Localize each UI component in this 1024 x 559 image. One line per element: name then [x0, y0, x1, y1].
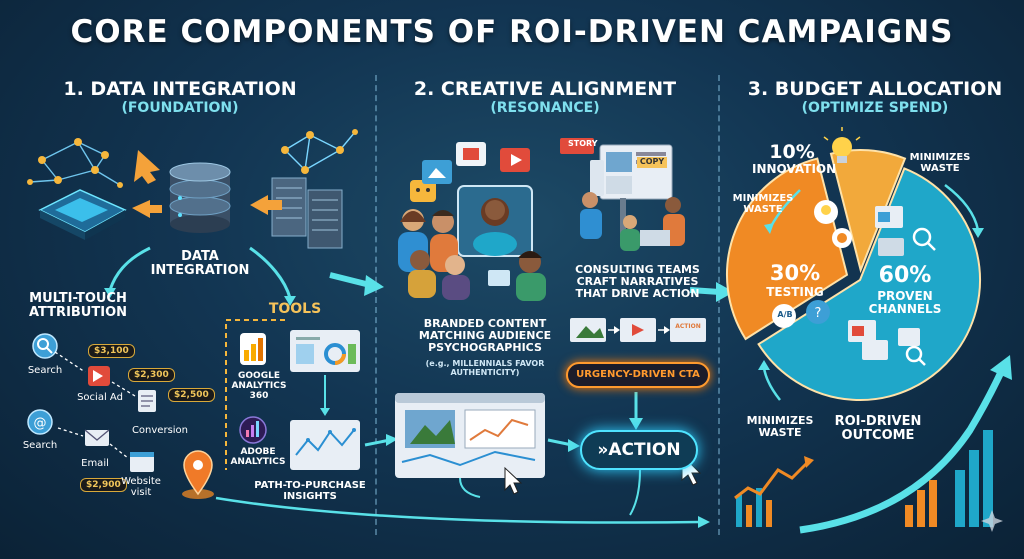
column-title-budget-allocation: 3. BUDGET ALLOCATION: [747, 78, 1003, 100]
testing-pct: 30%: [769, 261, 821, 285]
consulting-teams-label: CONSULTING TEAMS CRAFT NARRATIVES THAT D…: [575, 263, 700, 301]
touchpoint-label: Social Ad: [77, 392, 123, 403]
copy-tag: COPY: [637, 157, 667, 168]
column-divider: [375, 75, 377, 535]
tools-label: TOOLS: [268, 301, 322, 317]
path-to-purchase-label: PATH-TO-PURCHASE INSIGHTS: [254, 480, 366, 502]
minimizes-waste-label: MINIMIZES WASTE: [909, 152, 971, 174]
page-title: CORE COMPONENTS OF ROI-DRIVEN CAMPAIGNS: [70, 14, 954, 50]
touchpoint-value: $2,300: [128, 368, 175, 382]
column-subtitle-creative-alignment: (RESONANCE): [490, 100, 600, 116]
touchpoint-value: $2,900: [80, 478, 127, 492]
branded-content-label: BRANDED CONTENT MATCHING AUDIENCE PSYCHO…: [418, 317, 552, 355]
touchpoint-value: $2,500: [168, 388, 215, 402]
column-title-data-integration: 1. DATA INTEGRATION: [63, 78, 297, 100]
minimizes-waste-label: MINIMIZES WASTE: [746, 414, 814, 440]
innovation-label: INNOVATION: [752, 162, 837, 176]
proven-label: PROVEN CHANNELS: [868, 289, 942, 317]
multi-touch-attribution-label: MULTI-TOUCH ATTRIBUTION: [28, 291, 128, 321]
pie-slice-proven: [757, 167, 981, 401]
testing-label: TESTING: [766, 285, 824, 299]
minimizes-waste-label: MINIMIZES WASTE: [732, 193, 794, 215]
ab-test-label: A/B: [777, 310, 793, 319]
pie-slice-testing: [726, 157, 849, 341]
column-divider: [718, 75, 720, 535]
svg-text:?: ?: [815, 306, 822, 321]
touchpoint-value: $3,100: [88, 344, 135, 358]
column-subtitle-data-integration: (FOUNDATION): [121, 100, 239, 116]
touchpoint-label: Search: [22, 440, 58, 451]
touchpoint-label: Conversion: [131, 425, 189, 436]
story-tag: STORY: [568, 139, 598, 148]
tool-google-analytics: GOOGLE ANALYTICS 360: [231, 371, 287, 401]
column-subtitle-budget-allocation: (OPTIMIZE SPEND): [801, 100, 949, 116]
innovation-pct: 10%: [769, 141, 815, 163]
urgency-cta-label: URGENCY-DRIVEN CTA: [566, 362, 710, 388]
action-tag: ACTION: [675, 323, 701, 330]
touchpoint-label: Search: [27, 365, 63, 376]
tool-adobe-analytics: ADOBE ANALYTICS: [230, 447, 286, 467]
svg-text:@: @: [34, 416, 47, 431]
data-integration-hub-label: DATA INTEGRATION: [150, 249, 250, 279]
pie-slice-innovation: [829, 149, 907, 274]
branded-content-note: (e.g., MILLENNIALS FAVOR AUTHENTICITY): [425, 359, 545, 377]
proven-pct: 60%: [878, 263, 932, 288]
roi-outcome-label: ROI-DRIVEN OUTCOME: [834, 414, 922, 444]
touchpoint-label: Email: [81, 458, 109, 469]
column-title-creative-alignment: 2. CREATIVE ALIGNMENT: [413, 78, 677, 100]
touchpoint-label: Website visit: [121, 476, 161, 498]
action-button[interactable]: »ACTION: [580, 430, 698, 470]
